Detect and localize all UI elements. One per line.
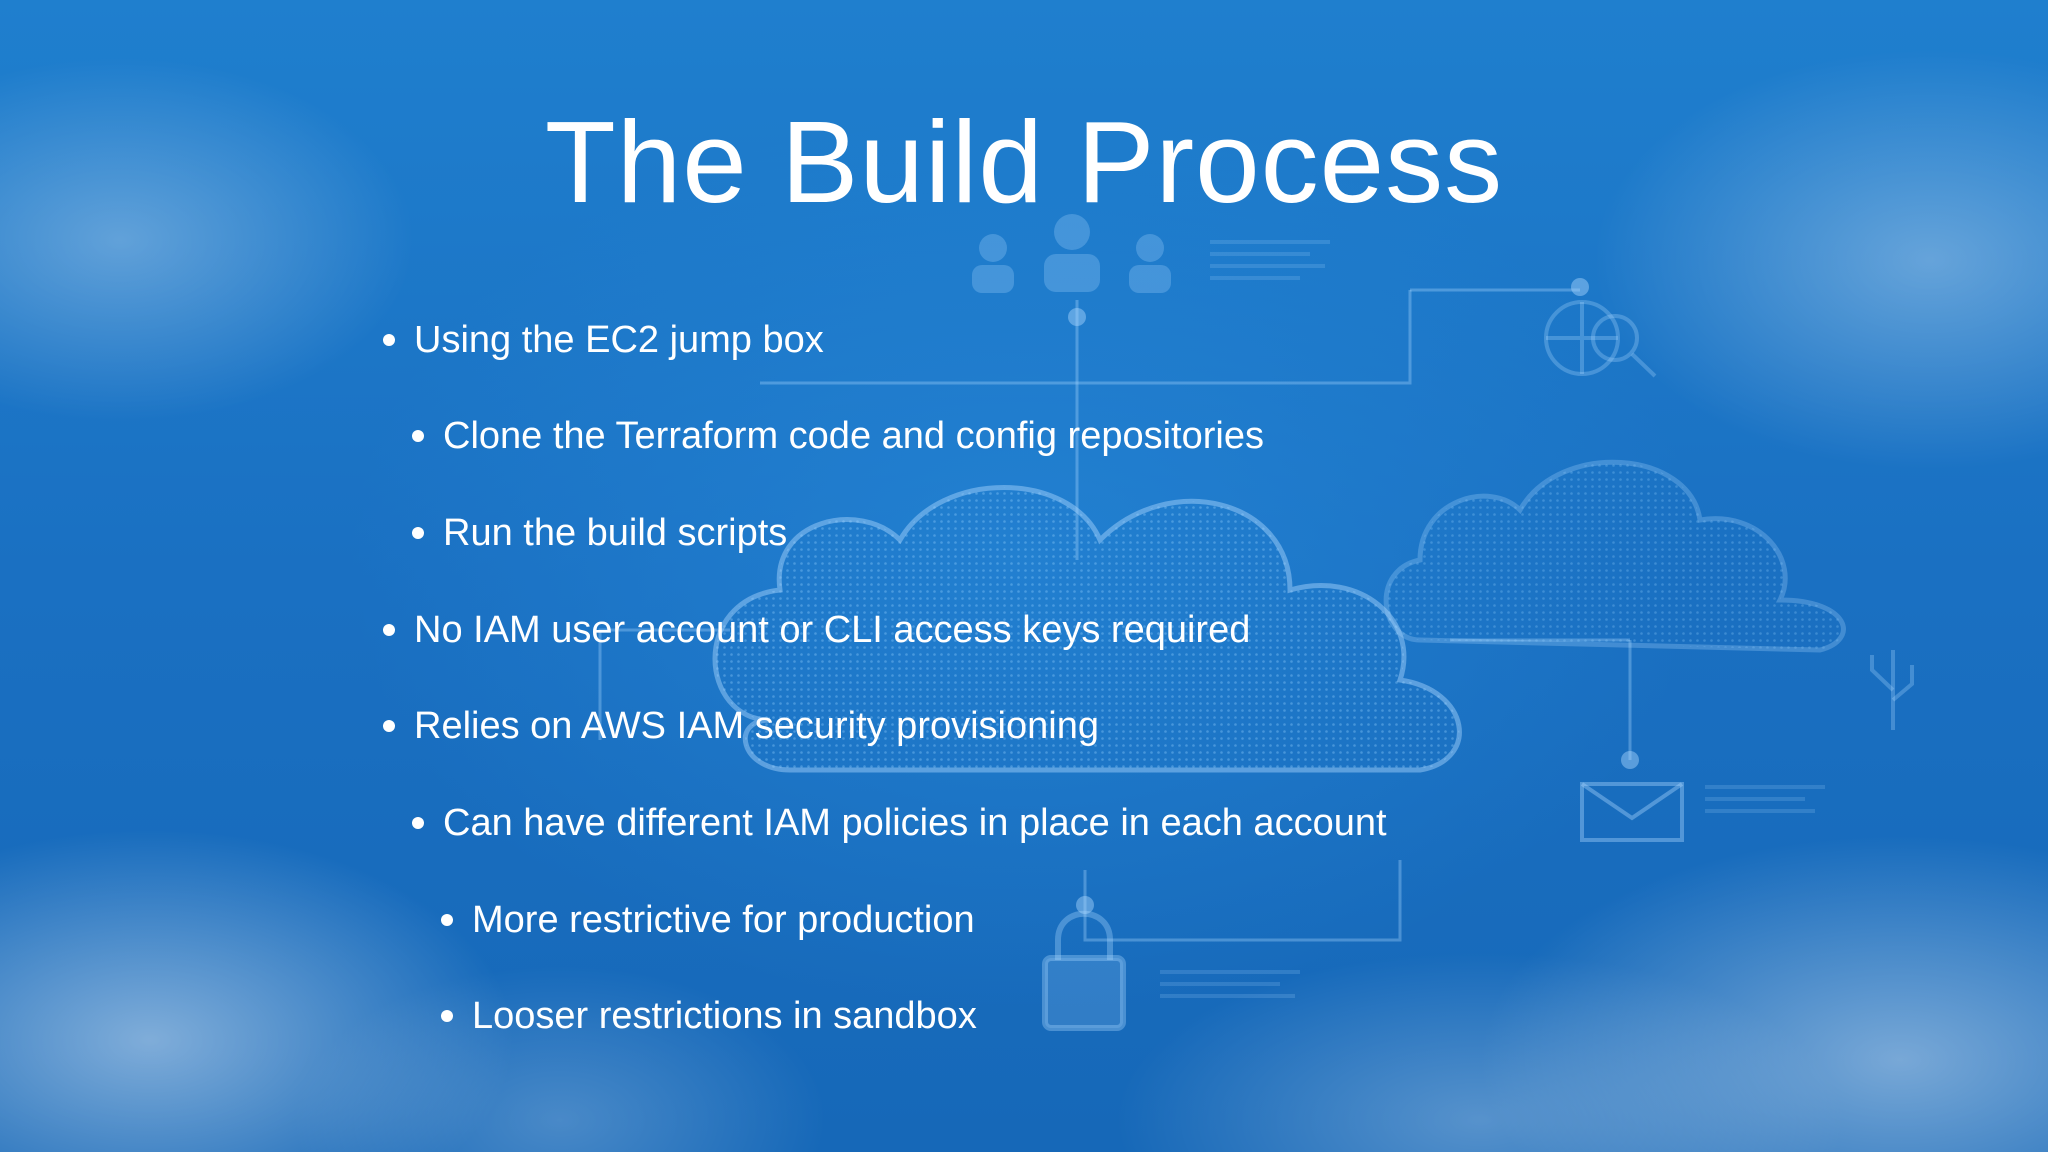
bullet-dot-icon	[412, 817, 424, 829]
bullet-item: Run the build scripts	[412, 509, 788, 557]
bullet-text: Looser restrictions in sandbox	[472, 995, 977, 1037]
bullet-item: Using the EC2 jump box	[383, 316, 824, 364]
cloud-icon	[1383, 459, 1846, 653]
bullet-item: Clone the Terraform code and config repo…	[412, 412, 1264, 460]
usb-icon	[1870, 650, 1914, 730]
cloud-icon	[712, 485, 1462, 773]
bullet-item: Looser restrictions in sandbox	[441, 992, 977, 1040]
bullet-dot-icon	[383, 624, 395, 636]
bullet-dot-icon	[412, 527, 424, 539]
bullet-text: No IAM user account or CLI access keys r…	[414, 609, 1251, 651]
bullet-item: Relies on AWS IAM security provisioning	[383, 702, 1099, 750]
lock-icon	[1042, 910, 1126, 1031]
bullet-text: Using the EC2 jump box	[414, 319, 824, 361]
globe-search-icon	[1544, 300, 1657, 378]
bullet-text: Relies on AWS IAM security provisioning	[414, 705, 1099, 747]
bullet-text: More restrictive for production	[472, 899, 975, 941]
bullet-item: No IAM user account or CLI access keys r…	[383, 606, 1251, 654]
bullet-text: Run the build scripts	[443, 512, 788, 554]
bullet-text: Clone the Terraform code and config repo…	[443, 415, 1264, 457]
bullet-dot-icon	[383, 334, 395, 346]
bullet-dot-icon	[383, 720, 395, 732]
bullet-dot-icon	[441, 914, 453, 926]
envelope-icon	[1580, 782, 1684, 842]
people-icon	[972, 214, 1171, 293]
bullet-item: More restrictive for production	[441, 896, 975, 944]
slide-title: The Build Process	[544, 97, 1504, 227]
bullet-dot-icon	[412, 430, 424, 442]
bullet-item: Can have different IAM policies in place…	[412, 799, 1387, 847]
bullet-text: Can have different IAM policies in place…	[443, 802, 1387, 844]
bullet-dot-icon	[441, 1010, 453, 1022]
